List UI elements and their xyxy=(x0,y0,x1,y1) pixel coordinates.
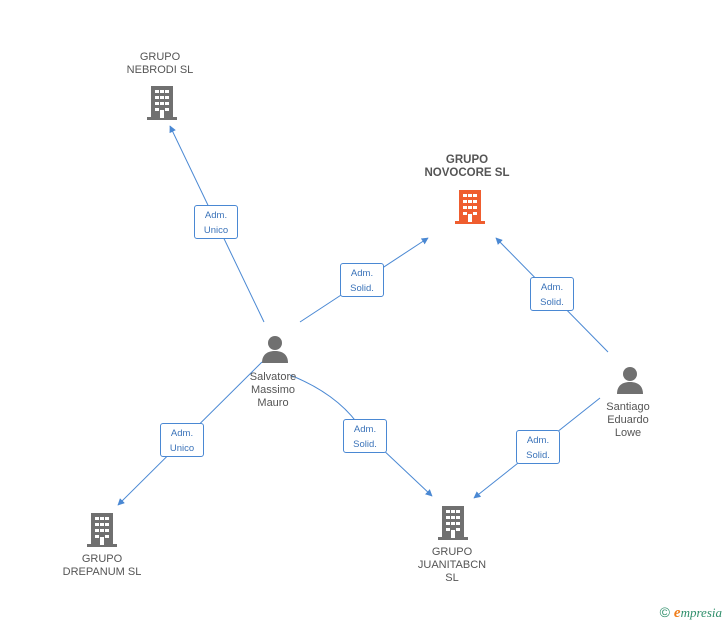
brand-name: mpresia xyxy=(680,605,722,620)
edge-label-line2: Solid. xyxy=(353,439,377,450)
node-label: GRUPO NEBRODI SL xyxy=(126,51,194,76)
node-grupo-nebrodi[interactable]: GRUPO NEBRODI SL xyxy=(110,51,210,77)
edge-label-line1: Adm. xyxy=(350,268,374,279)
building-icon xyxy=(87,513,117,547)
edge-label-line1: Adm. xyxy=(353,424,377,435)
edge-label-badge[interactable]: Adm. Unico xyxy=(194,205,238,239)
node-label: Salvatore Massimo Mauro xyxy=(249,371,297,409)
edge-label-badge[interactable]: Adm. Solid. xyxy=(340,263,384,297)
node-santiago-eduardo-lowe[interactable]: Santiago Eduardo Lowe xyxy=(588,401,668,440)
node-grupo-drepanum[interactable]: GRUPO DREPANUM SL xyxy=(50,553,154,579)
node-label: GRUPO JUANITABCN SL xyxy=(417,546,487,584)
node-label: GRUPO NOVOCORE SL xyxy=(424,154,510,179)
edge-label-line1: Adm. xyxy=(540,282,564,293)
building-icon xyxy=(438,506,468,540)
edge-label-line2: Unico xyxy=(169,443,195,454)
brand-initial: e xyxy=(673,605,681,621)
node-label: Santiago Eduardo Lowe xyxy=(606,401,650,439)
edge-label-line1: Adm. xyxy=(526,435,550,446)
building-icon xyxy=(147,86,177,120)
edge-label-line2: Solid. xyxy=(526,450,550,461)
node-salvatore-massimo-mauro[interactable]: Salvatore Massimo Mauro xyxy=(230,371,316,410)
edge-label-line1: Adm. xyxy=(204,210,228,221)
node-grupo-novocore[interactable]: GRUPO NOVOCORE SL xyxy=(415,154,519,180)
edge-label-line2: Solid. xyxy=(350,283,374,294)
person-icon xyxy=(617,367,643,394)
person-icon xyxy=(262,336,288,363)
edge-label-badge[interactable]: Adm. Solid. xyxy=(516,430,560,464)
edge-label-line2: Unico xyxy=(203,225,229,236)
building-icon xyxy=(455,190,485,224)
node-label: GRUPO DREPANUM SL xyxy=(62,553,142,578)
copyright-symbol: © xyxy=(659,604,670,620)
edge-label-line2: Solid. xyxy=(540,297,564,308)
copyright-footer: ©empresia xyxy=(660,604,722,622)
edge-label-badge[interactable]: Adm. Solid. xyxy=(343,419,387,453)
edge-label-line1: Adm. xyxy=(170,428,194,439)
edge-label-badge[interactable]: Adm. Unico xyxy=(160,423,204,457)
edge-label-badge[interactable]: Adm. Solid. xyxy=(530,277,574,311)
node-grupo-juanitabcn[interactable]: GRUPO JUANITABCN SL xyxy=(402,546,502,585)
